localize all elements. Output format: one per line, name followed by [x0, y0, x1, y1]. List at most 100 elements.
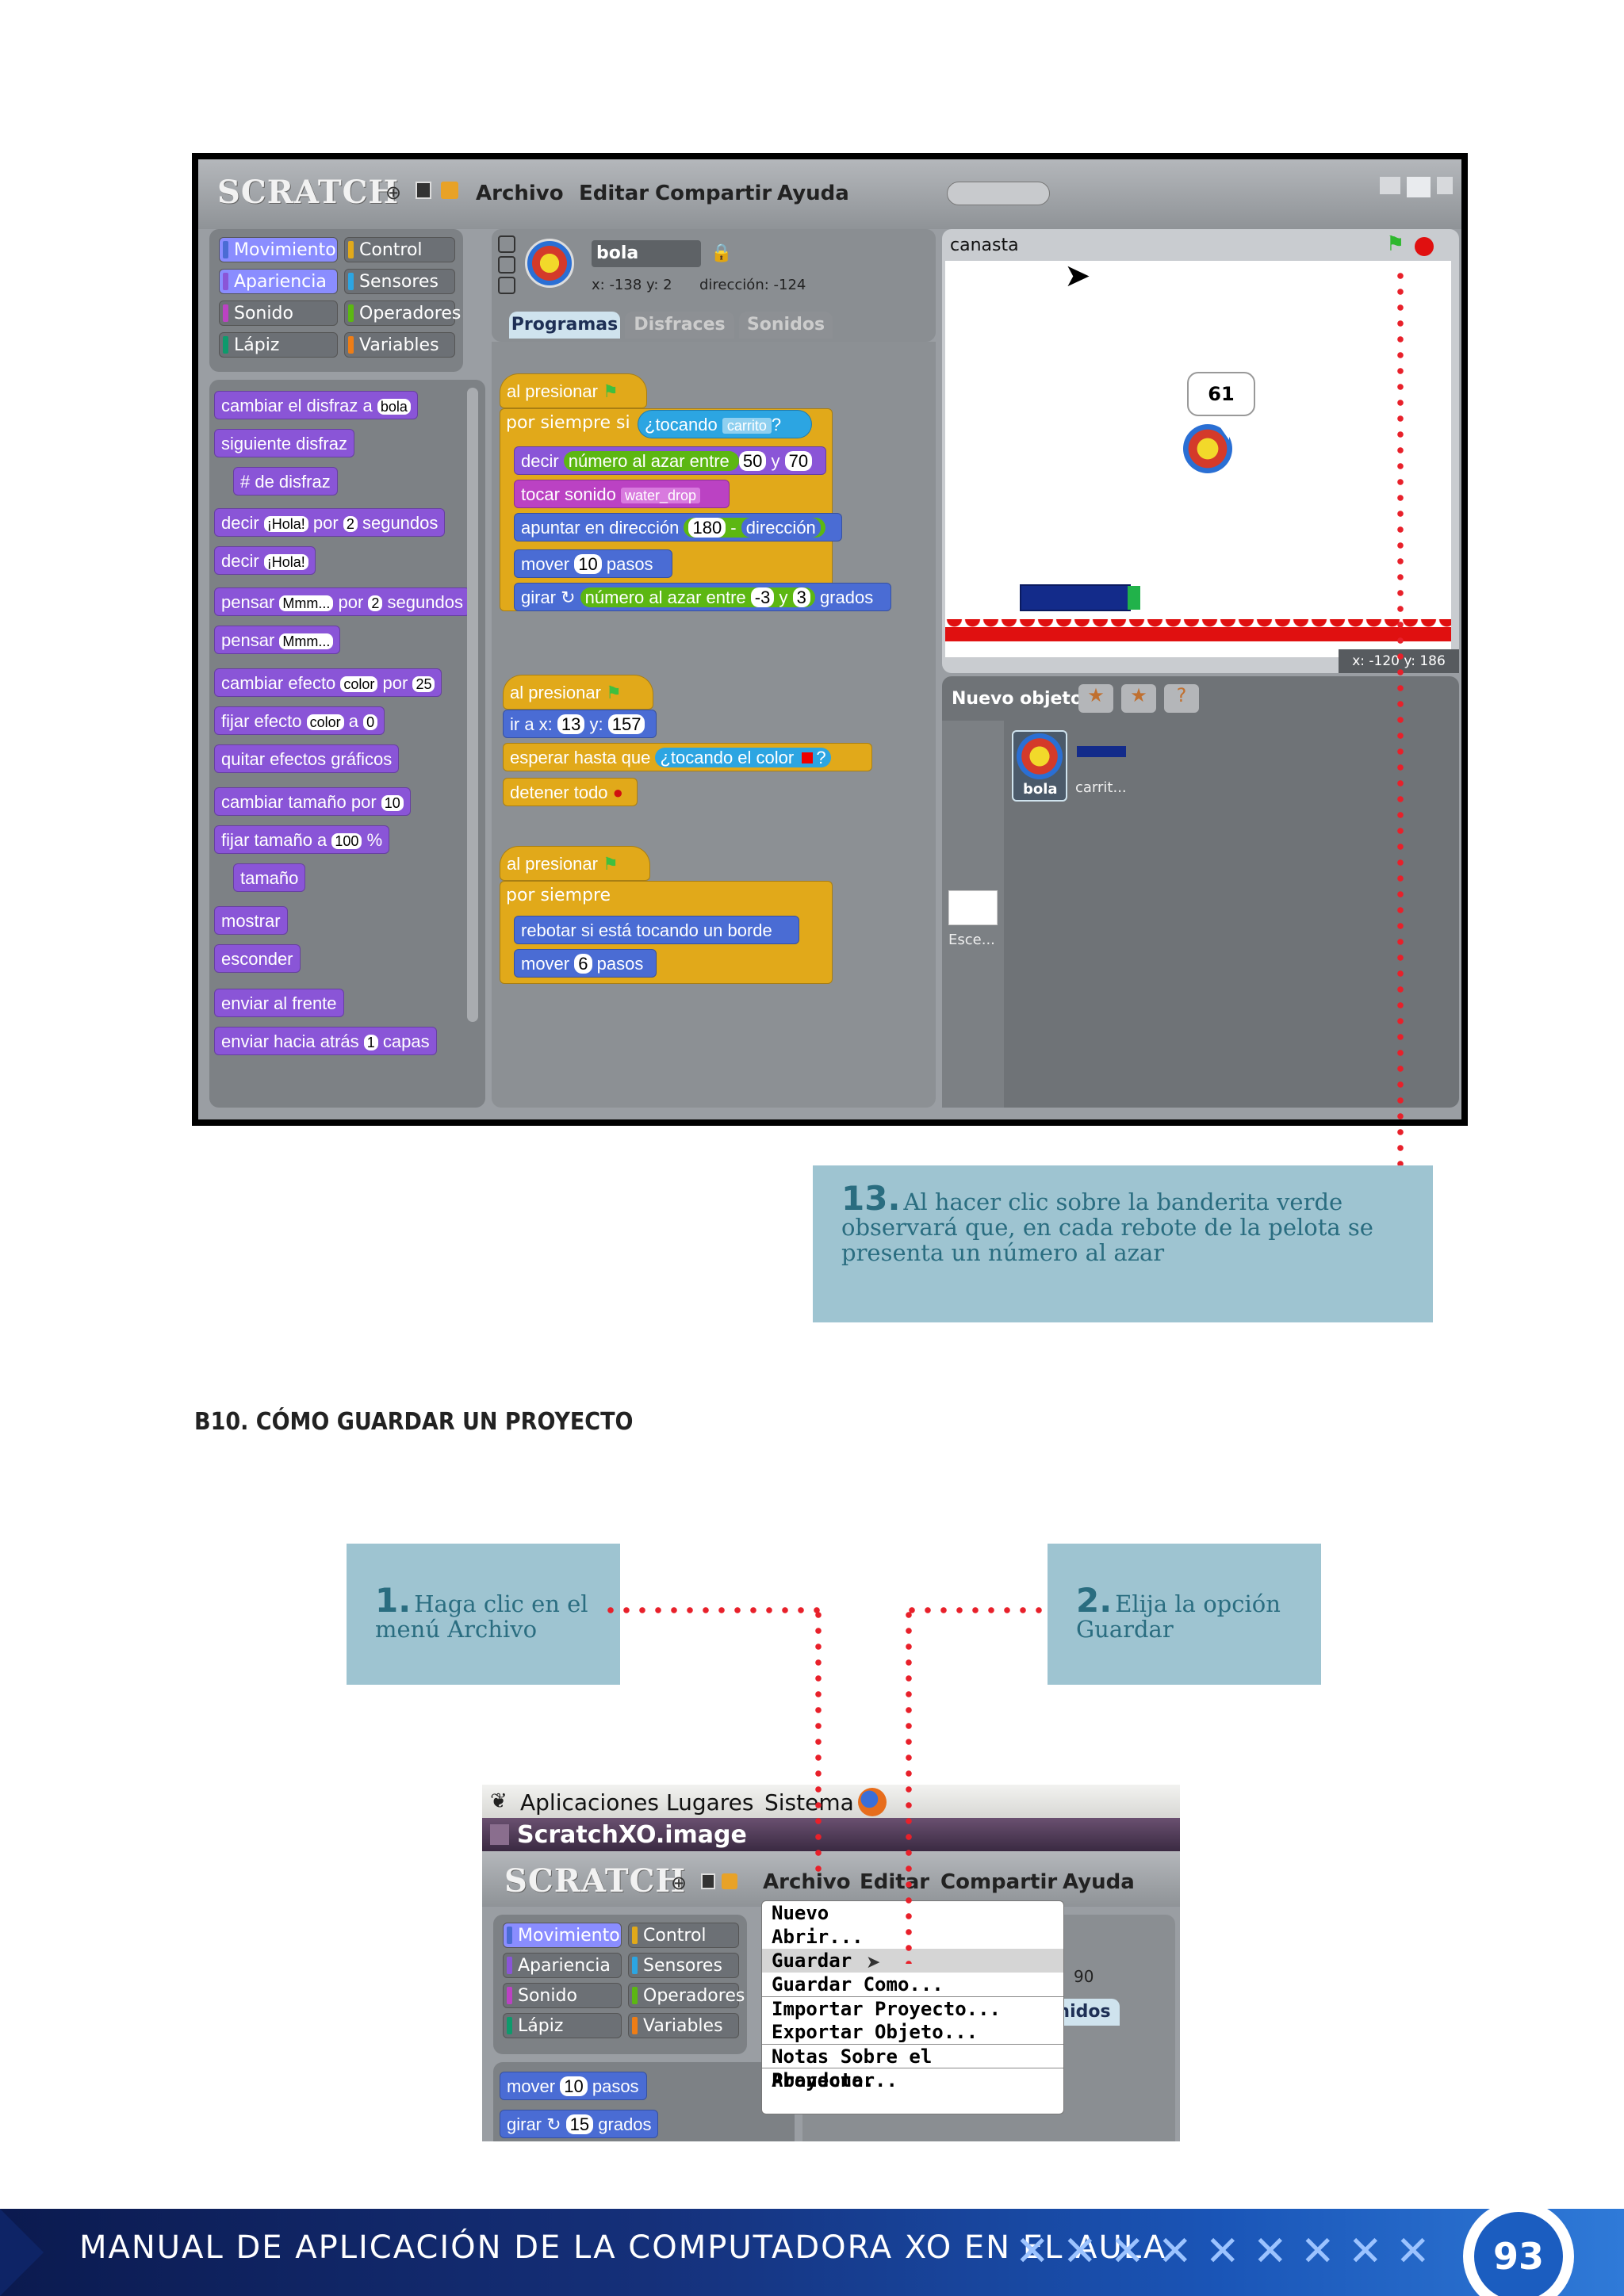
menu-ayuda[interactable]: Ayuda [777, 182, 849, 205]
say-block[interactable]: decir número al azar entre 50 y 70 [514, 446, 826, 475]
palette-block[interactable]: fijar efecto color a 0 [214, 706, 385, 735]
share-icon[interactable] [441, 182, 458, 199]
save-icon-2[interactable] [701, 1873, 715, 1889]
palette-block[interactable]: pensar Mmm... [214, 626, 341, 654]
cat2-control[interactable]: Control [628, 1923, 739, 1948]
random-sprite-button[interactable]: ? [1164, 684, 1199, 713]
choose-sprite-button[interactable]: ★ [1121, 684, 1156, 713]
cat-apariencia[interactable]: Apariencia [219, 269, 338, 294]
normal-stage-icon[interactable] [1407, 177, 1431, 197]
wait-until-block[interactable]: esperar hasta que ¿tocando el color ? [503, 743, 872, 771]
menu-sistema[interactable]: Sistema [764, 1789, 854, 1816]
menu-compartir[interactable]: Compartir [655, 182, 772, 205]
palette-block[interactable]: cambiar tamaño por 10 [214, 787, 411, 816]
move-6-block[interactable]: mover 6 pasos [514, 949, 657, 978]
cat-movimiento[interactable]: Movimiento [219, 237, 338, 262]
palette-block[interactable]: cambiar efecto color por 25 [214, 668, 442, 697]
rotate-icon[interactable] [498, 235, 515, 253]
menu-item-nuevo[interactable]: Nuevo [772, 1902, 829, 1924]
gnome-foot-icon[interactable]: ❦ [490, 1789, 508, 1813]
cat2-variables[interactable]: Variables [628, 2013, 739, 2038]
menu-item-exportar[interactable]: Exportar Objeto... [772, 2021, 979, 2043]
cat-sonido[interactable]: Sonido [219, 300, 338, 326]
move-steps-block[interactable]: mover 10 pasos [514, 549, 672, 578]
cat-control[interactable]: Control [344, 237, 455, 262]
palette-block[interactable]: tamaño [233, 863, 306, 892]
cat-sensores[interactable]: Sensores [344, 269, 455, 294]
sprite-thumb-bola[interactable]: bola [1012, 730, 1067, 802]
palette-block[interactable]: enviar al frente [214, 989, 344, 1017]
tab-sonidos[interactable]: Sonidos [739, 312, 833, 339]
turn-block[interactable]: girar ↻ número al azar entre -3 y 3 grad… [514, 583, 891, 611]
globe-icon-2[interactable]: ⊕ [671, 1872, 688, 1894]
menu-editar[interactable]: Editar [579, 182, 649, 205]
stage-thumbnail[interactable] [948, 890, 998, 925]
palette-block[interactable]: cambiar el disfraz a bola [214, 391, 418, 419]
goto-xy-block[interactable]: ir a x: 13 y: 157 [503, 710, 657, 738]
cat2-sensores[interactable]: Sensores [628, 1953, 739, 1978]
xo-figure-icon: ✕ [1158, 2228, 1193, 2275]
menu-item-guardar[interactable]: Guardar [762, 1949, 1063, 1973]
hat-when-flag-2[interactable]: al presionar ⚑ [503, 675, 653, 710]
cat2-operadores[interactable]: Operadores [628, 1983, 745, 2008]
turn-15-block[interactable]: girar ↻ 15 grados [500, 2110, 658, 2138]
palette-block[interactable]: # de disfraz [233, 467, 338, 496]
share-icon-2[interactable] [722, 1873, 737, 1889]
cursor-tools[interactable] [947, 182, 1050, 205]
cat2-apariencia[interactable]: Apariencia [503, 1953, 622, 1978]
palette-block[interactable]: esconder [214, 944, 301, 973]
paint-sprite-button[interactable]: ★ [1078, 684, 1113, 713]
firefox-icon[interactable] [858, 1788, 887, 1816]
menu-item-guardar-como[interactable]: Guardar Como... [772, 1973, 944, 1996]
move-10-block[interactable]: mover 10 pasos [500, 2072, 647, 2100]
hat-when-flag[interactable]: al presionar ⚑ [500, 373, 647, 408]
cat-lapiz[interactable]: Lápiz [219, 332, 338, 358]
save-icon[interactable] [416, 182, 431, 199]
palette-block[interactable]: decir ¡Hola! por 2 segundos [214, 508, 446, 537]
truck-sprite[interactable] [1020, 584, 1131, 611]
lock-icon[interactable]: 🔒 [710, 243, 733, 263]
stop-all-block[interactable]: detener todo ● [503, 778, 638, 806]
palette-block[interactable]: siguiente disfraz [214, 429, 354, 457]
truck-thumb-icon[interactable] [1077, 746, 1126, 757]
cat2-sonido[interactable]: Sonido [503, 1983, 622, 2008]
menu-item-notas[interactable]: Notas Sobre el Proyecto... [762, 2044, 1063, 2091]
green-flag-icon[interactable]: ⚑ [1386, 232, 1405, 256]
palette-block[interactable]: decir ¡Hola! [214, 546, 316, 575]
sprite-name-field[interactable]: bola [592, 240, 701, 267]
cat2-lapiz[interactable]: Lápiz [503, 2013, 622, 2038]
tab-disfraces[interactable]: Disfraces [625, 312, 734, 339]
cat-variables[interactable]: Variables [344, 332, 455, 358]
menu-archivo[interactable]: Archivo [476, 182, 564, 205]
presentation-icon[interactable] [1437, 177, 1453, 194]
menu-archivo-2[interactable]: Archivo [763, 1870, 851, 1894]
bounce-block[interactable]: rebotar si está tocando un borde [514, 916, 799, 944]
touching-block[interactable]: ¿tocando carrito? [638, 410, 812, 438]
menu-editar-2[interactable]: Editar [860, 1870, 930, 1894]
palette-block[interactable]: quitar efectos gráficos [214, 744, 400, 773]
menu-ayuda-2[interactable]: Ayuda [1063, 1870, 1135, 1894]
globe-icon[interactable]: ⊕ [385, 182, 402, 204]
menu-compartir-2[interactable]: Compartir [940, 1870, 1058, 1894]
menu-aplicaciones[interactable]: Aplicaciones [520, 1789, 659, 1816]
palette-block[interactable]: mostrar [214, 906, 288, 935]
palette-block[interactable]: enviar hacia atrás 1 capas [214, 1027, 437, 1055]
small-stage-icon[interactable] [1380, 177, 1400, 194]
cat2-movimiento[interactable]: Movimiento [503, 1923, 622, 1948]
palette-block[interactable]: fijar tamaño a 100 % [214, 825, 390, 854]
menu-lugares[interactable]: Lugares [666, 1789, 754, 1816]
menu-item-abandonar[interactable]: Abandonar [762, 2068, 1063, 2091]
cat-operadores[interactable]: Operadores [344, 300, 461, 326]
stop-icon[interactable] [1415, 237, 1434, 256]
flip-icon[interactable] [498, 256, 515, 274]
hat-when-flag-3[interactable]: al presionar ⚑ [500, 846, 650, 881]
stage-canvas[interactable]: 61 ➤ [945, 258, 1451, 657]
palette-block[interactable]: pensar Mmm... por 2 segundos [214, 587, 470, 616]
palette-scrollbar[interactable] [467, 388, 478, 1022]
no-rotate-icon[interactable] [498, 277, 515, 294]
point-direction-block[interactable]: apuntar en dirección 180 - dirección [514, 513, 842, 541]
menu-item-abrir[interactable]: Abrir... [772, 1926, 864, 1948]
tab-programas[interactable]: Programas [509, 312, 620, 339]
menu-item-importar[interactable]: Importar Proyecto... [762, 1996, 1063, 2020]
play-sound-block[interactable]: tocar sonido water_drop [514, 480, 730, 508]
